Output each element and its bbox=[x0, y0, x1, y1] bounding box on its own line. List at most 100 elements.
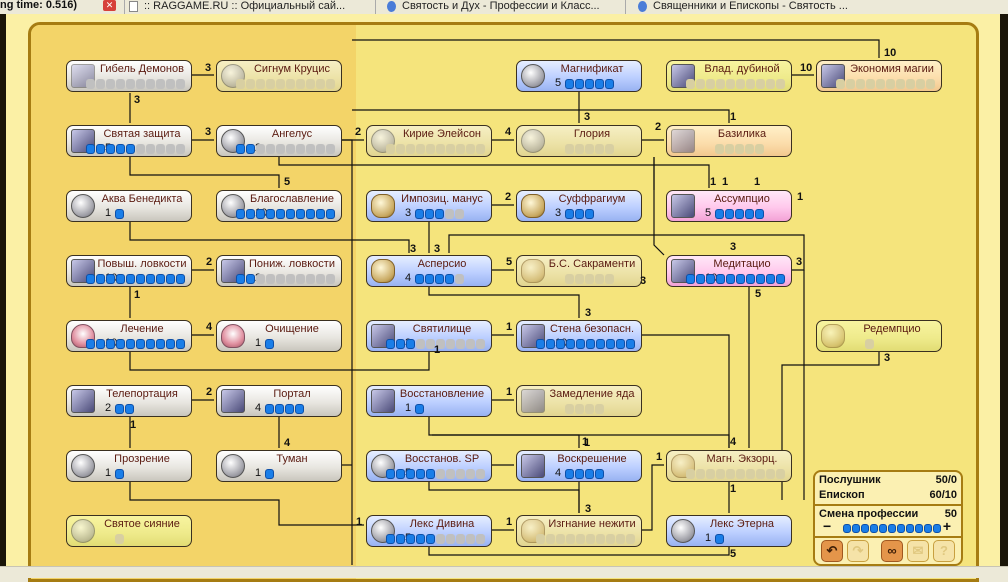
level-pip bbox=[176, 339, 185, 349]
skill-icon bbox=[671, 194, 695, 218]
level-pip bbox=[416, 469, 425, 479]
skill-icon bbox=[71, 64, 95, 88]
skill-zamed[interactable]: Замедление яда bbox=[516, 385, 642, 417]
level-pip bbox=[256, 79, 265, 89]
skill-povysh[interactable]: Повыш. ловкости10 bbox=[66, 255, 192, 287]
skill-icon bbox=[521, 194, 545, 218]
requirement-level-label: 10 bbox=[800, 62, 813, 74]
browser-tab-2[interactable]: Святость и Дух - Профессии и Класс... bbox=[384, 0, 614, 14]
level-pip bbox=[776, 79, 785, 89]
skill-level-bar bbox=[265, 469, 274, 479]
level-pip bbox=[736, 274, 745, 284]
skill-izgnan[interactable]: Изгнание нежити bbox=[516, 515, 642, 547]
level-pip bbox=[725, 209, 734, 219]
browser-tab-bar: ng time: 0.516) ✕ :: RAGGAME.RU :: Офици… bbox=[0, 0, 1008, 14]
help-button[interactable]: ? bbox=[933, 540, 955, 562]
skill-level-bar bbox=[715, 144, 764, 154]
undo-button[interactable]: ↶ bbox=[821, 540, 843, 562]
tab-close-icon[interactable] bbox=[853, 0, 865, 14]
tab-close-icon[interactable] bbox=[352, 0, 364, 14]
requirement-level-label: 1 bbox=[582, 436, 589, 448]
skill-name: Восстановление bbox=[399, 388, 485, 400]
level-pip bbox=[456, 469, 465, 479]
level-pip bbox=[756, 469, 765, 479]
browser-tab-3[interactable]: Священники и Епископы - Святость ... bbox=[635, 0, 855, 14]
skill-level-bar bbox=[386, 144, 485, 154]
requirement-level-label: 5 bbox=[730, 548, 737, 560]
level-pip bbox=[456, 339, 465, 349]
link-button[interactable]: ∞ bbox=[881, 540, 903, 562]
requirement-level-label: 3 bbox=[585, 307, 592, 319]
skill-tree-board bbox=[28, 22, 979, 582]
level-pip bbox=[236, 144, 245, 154]
level-pip bbox=[386, 144, 395, 154]
skill-svzash[interactable]: Святая защита5 bbox=[66, 125, 192, 157]
level-pip bbox=[715, 209, 724, 219]
skill-gibel[interactable]: Гибель Демонов bbox=[66, 60, 192, 92]
skill-leksdiv[interactable]: Лекс Дивина5 bbox=[366, 515, 492, 547]
level-pip bbox=[856, 79, 865, 89]
level-pip bbox=[576, 339, 585, 349]
redo-button[interactable]: ↷ bbox=[847, 540, 869, 562]
browser-tab-1[interactable]: :: RAGGAME.RU :: Официальный сай... bbox=[126, 0, 370, 14]
level-pip bbox=[696, 79, 705, 89]
skill-ponizh[interactable]: Пониж. ловкости2 bbox=[216, 255, 342, 287]
level-pip bbox=[585, 209, 594, 219]
skill-kirie[interactable]: Кирие Элейсон bbox=[366, 125, 492, 157]
skill-gloria[interactable]: Глория bbox=[516, 125, 642, 157]
plus-button[interactable]: + bbox=[942, 518, 951, 534]
skill-bazilika[interactable]: Базилика bbox=[666, 125, 792, 157]
level-pip bbox=[766, 79, 775, 89]
skill-name: Лечение bbox=[120, 323, 164, 335]
skill-level-bar bbox=[686, 274, 785, 284]
level-pip bbox=[466, 339, 475, 349]
skill-ekon[interactable]: Экономия магии bbox=[816, 60, 942, 92]
tab-close-icon[interactable] bbox=[606, 0, 618, 14]
skill-magnekz[interactable]: Магн. Экзорц. bbox=[666, 450, 792, 482]
level-pip bbox=[746, 274, 755, 284]
skill-icon bbox=[671, 519, 695, 543]
level-pip bbox=[546, 534, 555, 544]
level-pip bbox=[156, 274, 165, 284]
skill-link bbox=[428, 287, 580, 318]
skill-lechenie[interactable]: Лечение10 bbox=[66, 320, 192, 352]
skill-svsiyan[interactable]: Святое сияние bbox=[66, 515, 192, 547]
level-pip bbox=[446, 144, 455, 154]
skill-bs[interactable]: Б.С. Сакраменти bbox=[516, 255, 642, 287]
minus-button[interactable]: − bbox=[823, 518, 832, 534]
page-icon bbox=[129, 1, 138, 12]
skill-svyatil[interactable]: Святилище3 bbox=[366, 320, 492, 352]
skill-vosstsp[interactable]: Восстанов. SP5 bbox=[366, 450, 492, 482]
skill-redemp[interactable]: Редемпцио bbox=[816, 320, 942, 352]
level-pip bbox=[416, 144, 425, 154]
skill-name: Воскрешение bbox=[557, 453, 627, 465]
skill-angelus[interactable]: Ангелус2 bbox=[216, 125, 342, 157]
skill-stena[interactable]: Стена безопасн.10 bbox=[516, 320, 642, 352]
skill-signum[interactable]: Сигнум Круцис bbox=[216, 60, 342, 92]
level-pip bbox=[585, 404, 594, 414]
skill-link bbox=[428, 547, 730, 556]
requirement-level-label: 1 bbox=[722, 176, 729, 188]
mail-button[interactable]: ✉ bbox=[907, 540, 929, 562]
level-pip bbox=[146, 274, 155, 284]
close-icon[interactable]: ✕ bbox=[103, 0, 116, 11]
skill-medit[interactable]: Медитацио10 bbox=[666, 255, 792, 287]
skill-icon bbox=[521, 519, 545, 543]
skill-vlad[interactable]: Влад. дубиной bbox=[666, 60, 792, 92]
board-left-column bbox=[31, 25, 356, 579]
skill-blagosl[interactable]: Благославление10 bbox=[216, 190, 342, 222]
